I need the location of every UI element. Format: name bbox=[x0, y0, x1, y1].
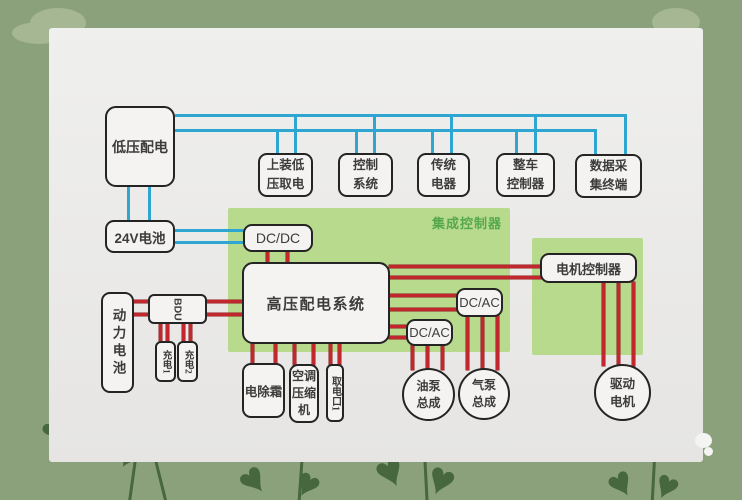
hv-wire-battery-bdu bbox=[132, 313, 149, 316]
node-dc-ac-oil: DC/AC bbox=[406, 319, 453, 346]
hv-wire-charge1 bbox=[159, 322, 162, 342]
hv-wire-drive-motor bbox=[602, 282, 605, 366]
hv-wire-charge1 bbox=[166, 322, 169, 342]
lv-link-dcdc bbox=[175, 241, 244, 244]
lv-drop bbox=[594, 129, 597, 155]
hv-wire-port bbox=[329, 343, 332, 365]
hv-wire-oil-pump bbox=[411, 345, 414, 370]
node-oil-pump-assembly: 油泵 总成 bbox=[402, 368, 455, 421]
node-power-battery: 动力电池 bbox=[101, 292, 134, 393]
hv-wire-dcac-air bbox=[389, 308, 457, 311]
hv-wire-drive-motor bbox=[632, 282, 635, 366]
node-traditional-electrics: 传统 电器 bbox=[417, 153, 470, 197]
hv-wire-bdu-hv bbox=[206, 313, 243, 316]
hv-wire-air-pump bbox=[481, 316, 484, 370]
node-motor-controller: 电机控制器 bbox=[540, 253, 637, 283]
hv-wire-ac bbox=[312, 343, 315, 365]
lv-link-battery bbox=[148, 187, 151, 221]
node-bdu: BDU bbox=[148, 294, 207, 324]
lv-link-battery bbox=[127, 187, 130, 221]
lv-drop bbox=[534, 114, 537, 154]
node-air-pump-assembly: 气泵 总成 bbox=[458, 368, 510, 420]
lv-drop bbox=[431, 129, 434, 154]
hv-wire-ac bbox=[293, 343, 296, 365]
node-vehicle-controller: 整车 控制器 bbox=[496, 153, 555, 197]
hv-wire-oil-pump bbox=[441, 345, 444, 370]
hv-wire-motor-ctrl bbox=[389, 276, 541, 279]
node-upper-lv-takeoff: 上装低 压取电 bbox=[258, 153, 313, 197]
leaf-icon: ♥ bbox=[286, 459, 330, 500]
hv-wire-air-pump bbox=[466, 316, 469, 370]
hv-wire-battery-bdu bbox=[132, 300, 149, 303]
lv-drop bbox=[294, 114, 297, 154]
lv-drop bbox=[355, 129, 358, 154]
hv-wire-port bbox=[338, 343, 341, 365]
hv-wire bbox=[266, 251, 269, 263]
hv-wire-dcac-air bbox=[389, 294, 457, 297]
lv-drop bbox=[276, 129, 279, 154]
lv-bus-line-1 bbox=[175, 114, 627, 117]
hv-wire-air-pump bbox=[496, 316, 499, 370]
lv-drop bbox=[450, 114, 453, 154]
node-dc-ac-air: DC/AC bbox=[456, 288, 503, 317]
hv-wire bbox=[286, 251, 289, 263]
hv-wire-defrost bbox=[251, 343, 254, 364]
node-ac-compressor: 空调 压缩 机 bbox=[289, 364, 319, 423]
hv-wire-dcac-oil bbox=[389, 336, 407, 339]
hv-wire-charge2 bbox=[189, 322, 192, 342]
lv-drop bbox=[624, 114, 627, 155]
node-24v-battery: 24V电池 bbox=[105, 220, 175, 253]
hv-wire-charge2 bbox=[182, 322, 185, 342]
node-control-system: 控制 系统 bbox=[338, 153, 393, 197]
hv-wire-drive-motor bbox=[617, 282, 620, 366]
leaf-icon: ♥ bbox=[597, 455, 643, 500]
hv-wire-defrost bbox=[274, 343, 277, 364]
node-dc-dc: DC/DC bbox=[243, 224, 313, 252]
node-hv-distribution-system: 高压配电系统 bbox=[242, 262, 390, 344]
deco-white-blob bbox=[695, 433, 712, 448]
hv-wire-bdu-hv bbox=[206, 300, 243, 303]
node-charge-1: 充电1 bbox=[155, 341, 176, 382]
node-drive-motor: 驱动 电机 bbox=[594, 364, 651, 421]
lv-drop bbox=[515, 129, 518, 154]
lv-link-dcdc bbox=[175, 229, 244, 232]
node-defroster: 电除霜 bbox=[242, 363, 285, 418]
hv-wire-oil-pump bbox=[426, 345, 429, 370]
integrated-controller-zone-label: 集成控制器 bbox=[432, 216, 503, 231]
node-charge-2: 充电2 bbox=[177, 341, 198, 382]
lv-bus-line-2 bbox=[175, 129, 597, 132]
lv-drop bbox=[373, 114, 376, 154]
node-power-port-1: 取电口1 bbox=[326, 364, 344, 422]
deco-white-blob bbox=[704, 447, 713, 456]
hv-wire-dcac-oil bbox=[389, 325, 407, 328]
hv-wire-motor-ctrl bbox=[389, 265, 541, 268]
node-data-collect-terminal: 数据采 集终端 bbox=[575, 154, 642, 198]
node-low-voltage-distribution: 低压配电 bbox=[105, 106, 175, 187]
